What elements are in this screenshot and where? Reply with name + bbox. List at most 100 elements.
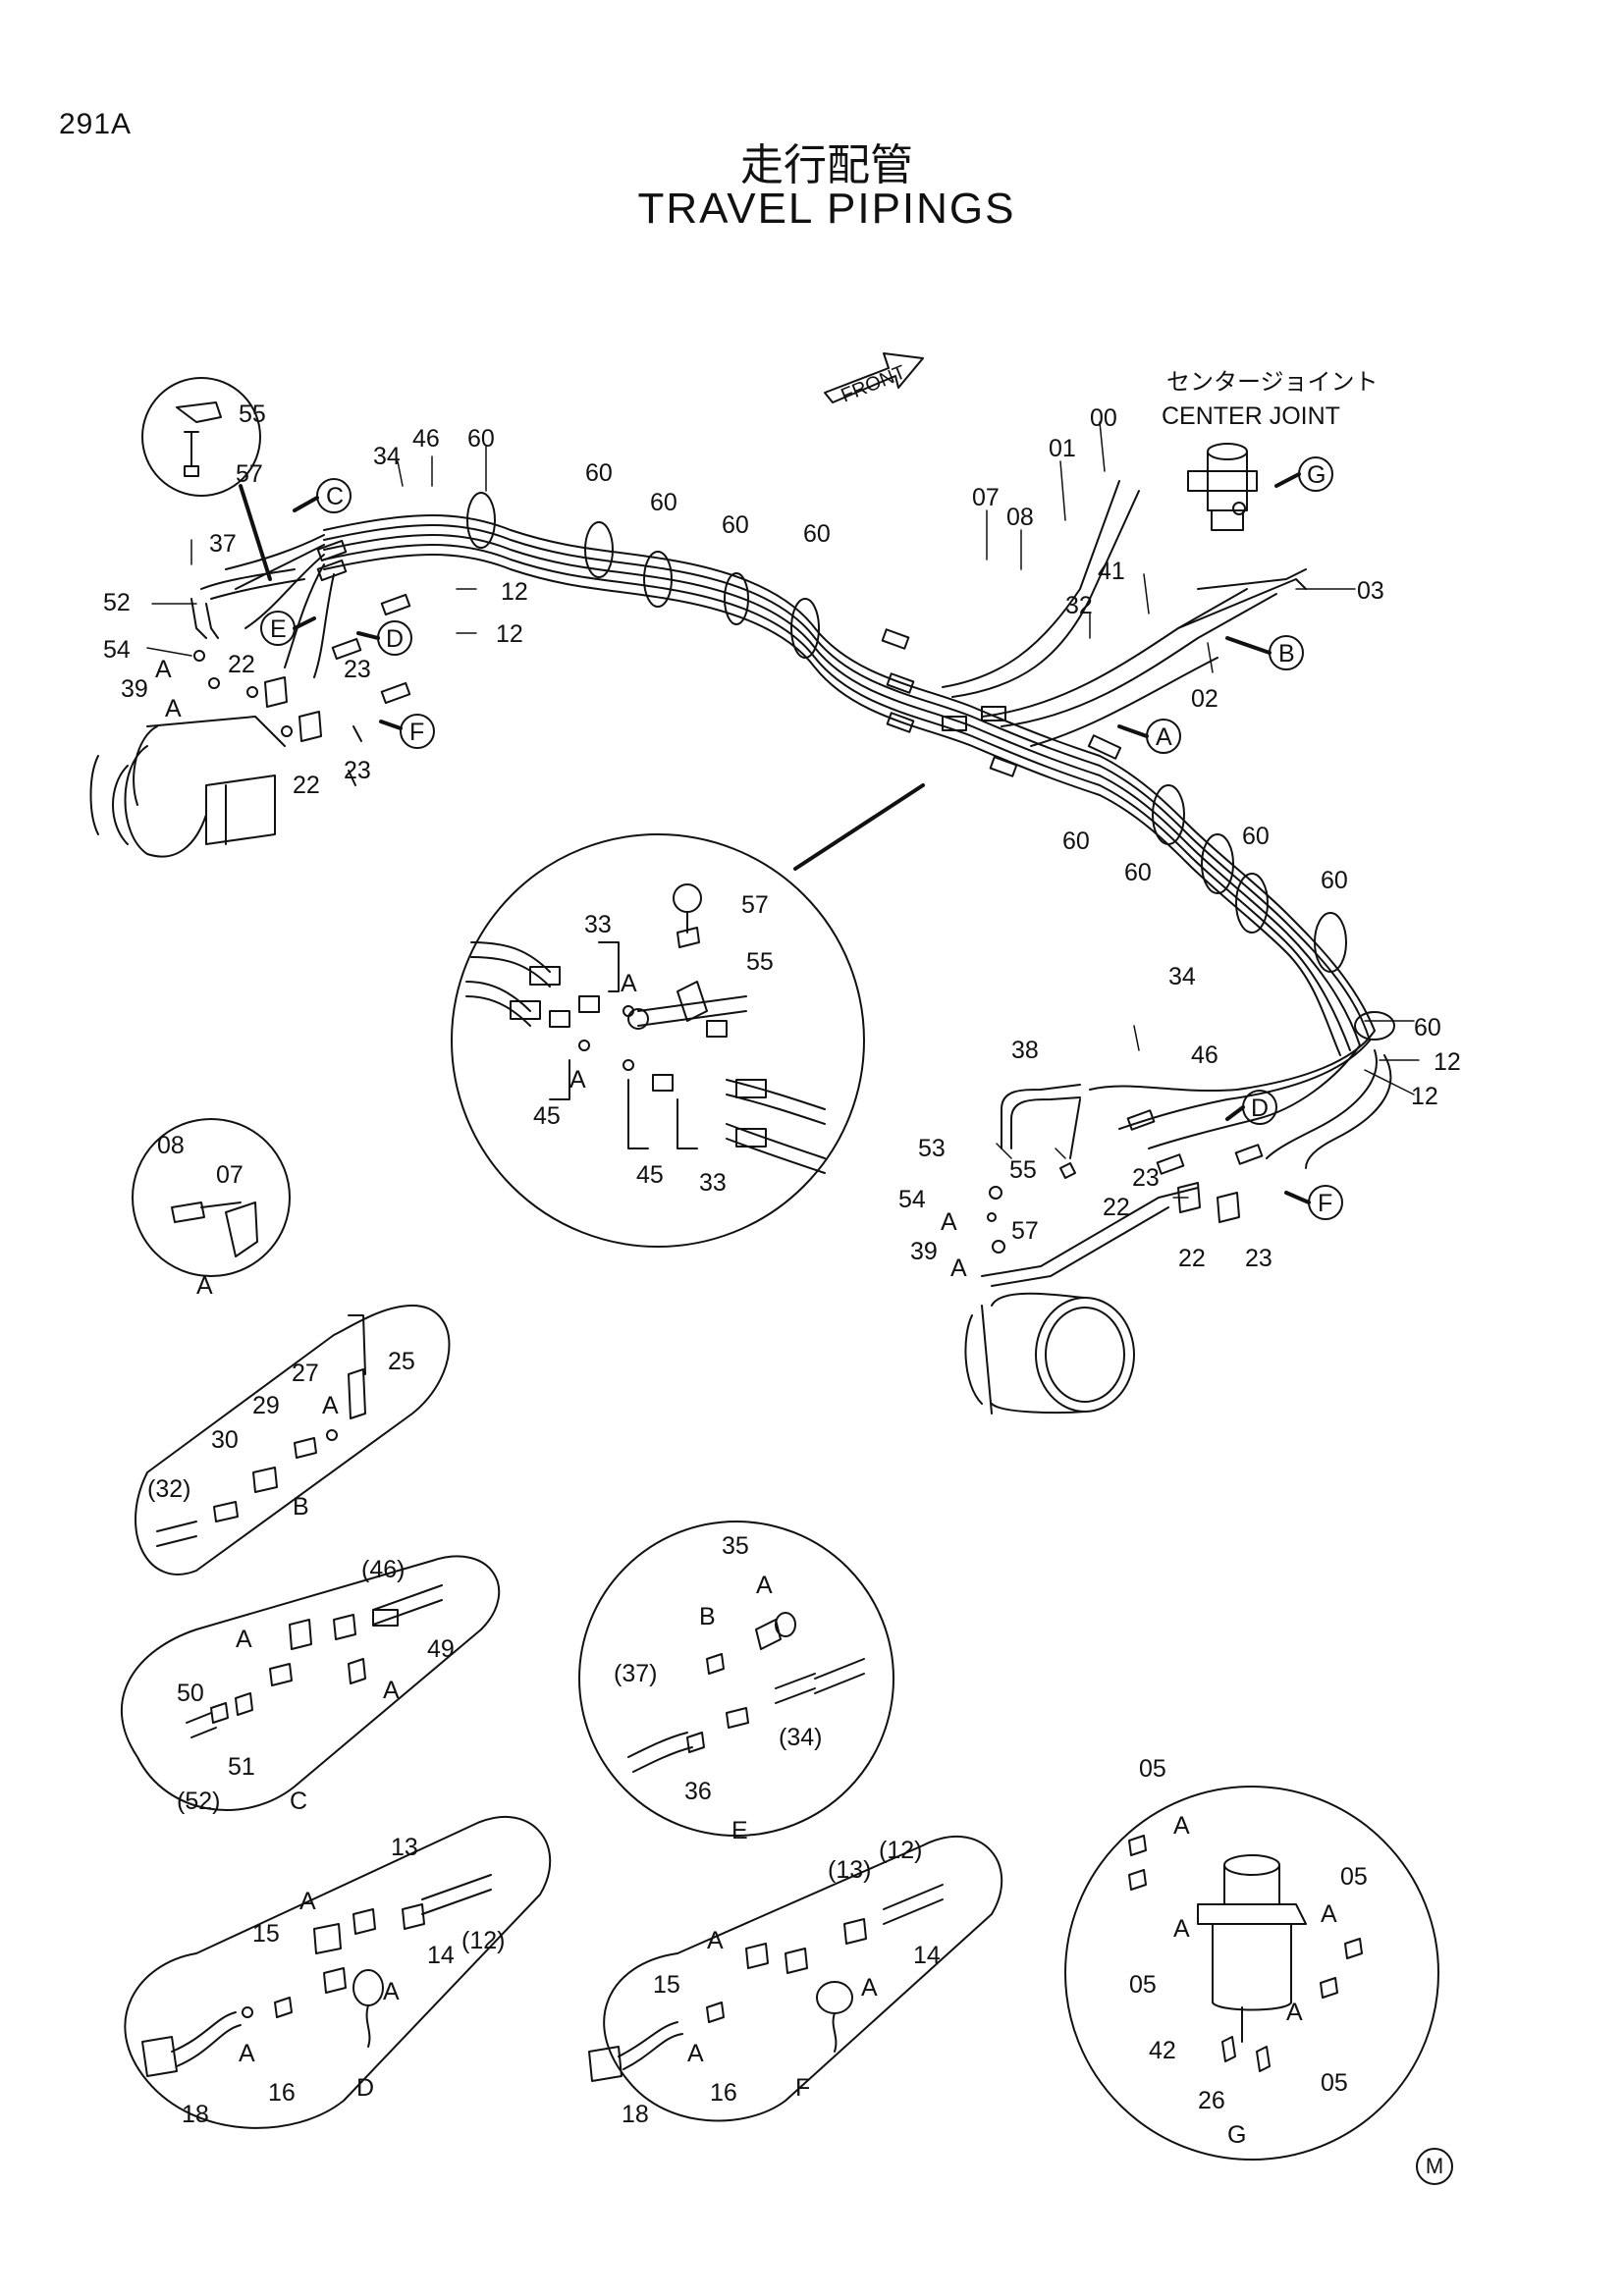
- label-00: 00: [1090, 404, 1117, 432]
- detail-c-label-a-1: A: [236, 1626, 252, 1653]
- callout-b: B: [1278, 640, 1295, 667]
- label-22-b: 22: [293, 772, 320, 799]
- detail-f-label-12: (12): [879, 1837, 922, 1864]
- label-45-a: 45: [533, 1102, 561, 1130]
- label-55-right: 55: [1009, 1156, 1037, 1184]
- detail-f-caption: F: [795, 2074, 810, 2102]
- label-a-detail-1: A: [621, 970, 637, 997]
- detail-b-label-a: A: [322, 1392, 339, 1419]
- detail-g-label-05-c: 05: [1129, 1971, 1157, 1999]
- label-a-right-1: A: [941, 1208, 957, 1236]
- callout-g: G: [1307, 461, 1326, 489]
- inset-clamp-top-left: [141, 377, 272, 581]
- detail-d-label-12: (12): [461, 1927, 505, 1954]
- label-39: 39: [121, 675, 148, 703]
- label-60-b: 60: [585, 459, 613, 487]
- detail-d-label-a-3: A: [239, 2040, 255, 2067]
- label-12-right-a: 12: [1434, 1048, 1461, 1076]
- label-57-right: 57: [1011, 1217, 1039, 1245]
- label-33-a: 33: [584, 911, 612, 938]
- detail-c-label-50: 50: [177, 1680, 204, 1707]
- detail-a-circle: [132, 1118, 291, 1277]
- detail-f-label-a-3: A: [687, 2040, 704, 2067]
- label-60-a: 60: [467, 425, 495, 453]
- detail-g-label-a-1: A: [1173, 1812, 1190, 1840]
- detail-c-label-49: 49: [427, 1635, 455, 1663]
- label-60-h: 60: [1242, 823, 1270, 850]
- label-57: 57: [236, 460, 263, 488]
- center-joint: [1187, 443, 1258, 531]
- label-45-b: 45: [636, 1161, 664, 1189]
- label-46-right: 46: [1191, 1041, 1218, 1069]
- detail-e-circle: [578, 1521, 894, 1837]
- main-pipe-harness: [225, 480, 1395, 1169]
- label-34: 34: [373, 443, 401, 470]
- detail-g-label-a-3: A: [1173, 1915, 1190, 1943]
- page-number: 291A: [59, 108, 133, 140]
- detail-e-label-35: 35: [722, 1532, 749, 1560]
- detail-f-label-a-1: A: [707, 1927, 724, 1954]
- detail-g-label-a-4: A: [1286, 1999, 1303, 2026]
- detail-b-label-25: 25: [388, 1348, 415, 1375]
- detail-b-capsule: [135, 1305, 451, 1575]
- detail-a-label-07: 07: [216, 1161, 244, 1189]
- label-08: 08: [1006, 504, 1034, 531]
- label-54-right: 54: [898, 1186, 926, 1213]
- title-japanese: 走行配管: [740, 140, 913, 190]
- detail-b-label-29: 29: [252, 1392, 280, 1419]
- label-33-b: 33: [699, 1169, 727, 1197]
- label-12-b: 12: [496, 620, 523, 648]
- detail-e-label-36: 36: [684, 1778, 712, 1805]
- label-52: 52: [103, 589, 131, 616]
- label-12-right-b: 12: [1411, 1083, 1438, 1110]
- detail-a-label-08: 08: [157, 1132, 185, 1159]
- detail-c-caption: C: [290, 1788, 307, 1815]
- label-a-right-2: A: [950, 1255, 967, 1282]
- detail-c-capsule: [120, 1555, 501, 1811]
- label-23-right-b: 23: [1245, 1245, 1272, 1272]
- detail-a-caption: A: [196, 1272, 213, 1300]
- detail-g-label-05-a: 05: [1139, 1755, 1166, 1783]
- center-joint-label-jp: センタージョイント: [1166, 368, 1379, 396]
- label-12-a: 12: [501, 578, 528, 606]
- detail-b-label-32: (32): [147, 1475, 190, 1503]
- label-37: 37: [209, 530, 237, 558]
- detail-d-label-a-1: A: [299, 1888, 316, 1915]
- detail-f-capsule: [588, 1835, 1003, 2122]
- detail-b-caption: B: [293, 1493, 309, 1521]
- label-57-detail: 57: [741, 891, 769, 919]
- label-53: 53: [918, 1135, 946, 1162]
- detail-e-label-37: (37): [614, 1660, 657, 1687]
- callout-e: E: [270, 615, 287, 643]
- detail-c-label-a-2: A: [383, 1677, 400, 1704]
- label-22-right-a: 22: [1103, 1194, 1130, 1221]
- callout-a: A: [1156, 723, 1172, 751]
- detail-b-label-27: 27: [292, 1360, 319, 1387]
- label-07: 07: [972, 484, 1000, 511]
- label-60-j: 60: [1414, 1014, 1441, 1041]
- label-54: 54: [103, 636, 131, 664]
- callout-d-right: D: [1251, 1095, 1269, 1122]
- label-60-f: 60: [1062, 828, 1090, 855]
- label-01: 01: [1049, 435, 1076, 462]
- detail-c-label-52: (52): [177, 1788, 220, 1815]
- detail-g-label-05-b: 05: [1340, 1863, 1368, 1891]
- clamp-detail-circle: [451, 783, 925, 1248]
- label-38: 38: [1011, 1037, 1039, 1064]
- label-41: 41: [1098, 558, 1125, 585]
- label-60-g: 60: [1124, 859, 1152, 886]
- label-03: 03: [1357, 577, 1384, 605]
- front-arrow-icon: FRONT: [824, 352, 924, 407]
- label-a-detail-2: A: [569, 1066, 586, 1094]
- label-55: 55: [239, 400, 266, 428]
- detail-c-label-51: 51: [228, 1753, 255, 1781]
- label-22-right-b: 22: [1178, 1245, 1206, 1272]
- detail-d-caption: D: [356, 2074, 374, 2102]
- label-23-b: 23: [344, 757, 371, 784]
- detail-c-label-46: (46): [361, 1556, 405, 1583]
- label-34-right: 34: [1168, 963, 1196, 990]
- callout-f-right: F: [1318, 1190, 1332, 1217]
- detail-d-label-13: 13: [391, 1834, 418, 1861]
- detail-g-label-05-d: 05: [1321, 2069, 1348, 2097]
- detail-f-label-14: 14: [913, 1942, 941, 1969]
